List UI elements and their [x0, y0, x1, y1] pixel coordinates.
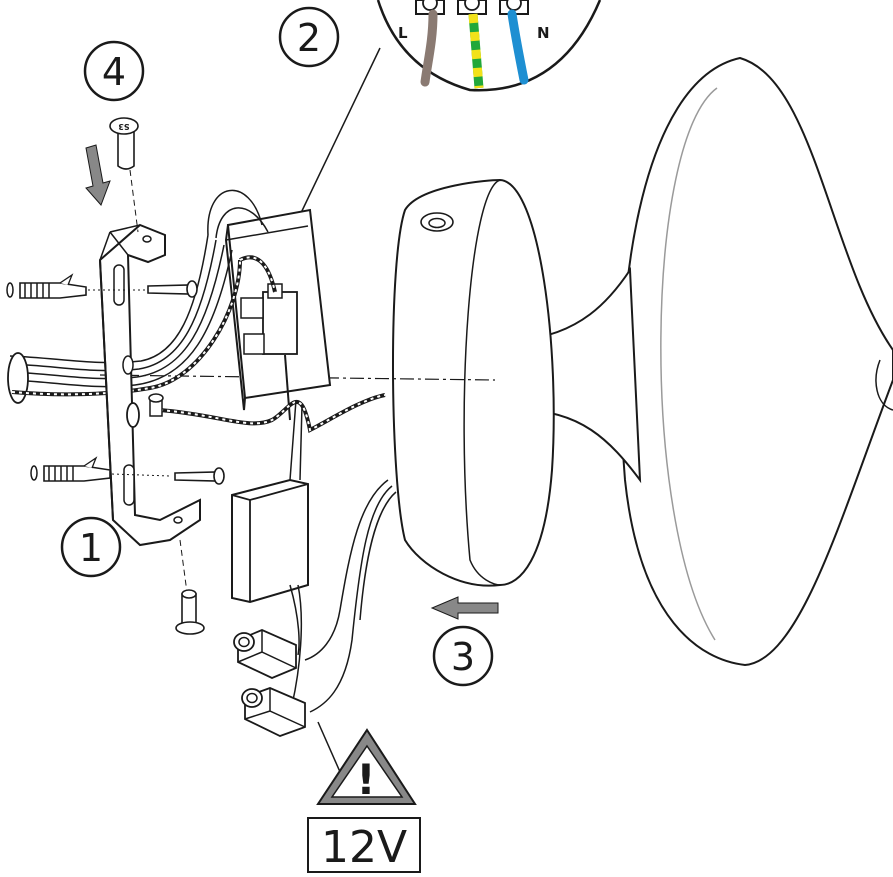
warning-triangle-icon: !: [316, 728, 417, 805]
direction-arrow-icon-down: [85, 144, 111, 206]
connector-upper: [233, 629, 297, 679]
step-badge-3: 3: [432, 625, 494, 687]
step-number-1: 1: [79, 526, 103, 570]
screw-upper: [147, 280, 198, 298]
terminal-label-n: N: [537, 24, 550, 42]
step-badge-1: 1: [60, 516, 122, 578]
step-number-3: 3: [451, 635, 475, 679]
connector-lower: [241, 687, 306, 737]
fixing-screw-top: S3: [109, 117, 139, 170]
direction-arrow-icon-left: [430, 596, 499, 620]
step-number-2: 2: [297, 16, 321, 60]
voltage-label: 12V: [307, 817, 421, 873]
wall-plug-lower: [30, 456, 111, 482]
warning-symbol: !: [356, 755, 375, 804]
brown-wire: [420, 9, 438, 87]
screw-lower: [174, 467, 225, 485]
fixing-screw-bottom: [175, 589, 205, 635]
lamp-canopy: [391, 178, 555, 587]
junction-box: [224, 208, 332, 421]
step-badge-4: 4: [83, 40, 145, 102]
lamp-shade: [499, 56, 893, 667]
step-number-4: 4: [102, 50, 126, 94]
voltage-text: 12V: [321, 822, 407, 873]
mounting-bracket: [98, 223, 201, 547]
transformer-box: [231, 399, 309, 604]
supply-cable: [7, 189, 386, 433]
step-badge-2: 2: [278, 6, 340, 68]
terminal-label-l: L: [398, 24, 408, 42]
low-voltage-wires: [289, 479, 397, 713]
terminal-block-callout: L N: [376, 0, 602, 92]
screw-marking: S3: [118, 122, 129, 131]
wall-plug-upper: [6, 273, 87, 299]
blue-wire: [507, 9, 529, 85]
